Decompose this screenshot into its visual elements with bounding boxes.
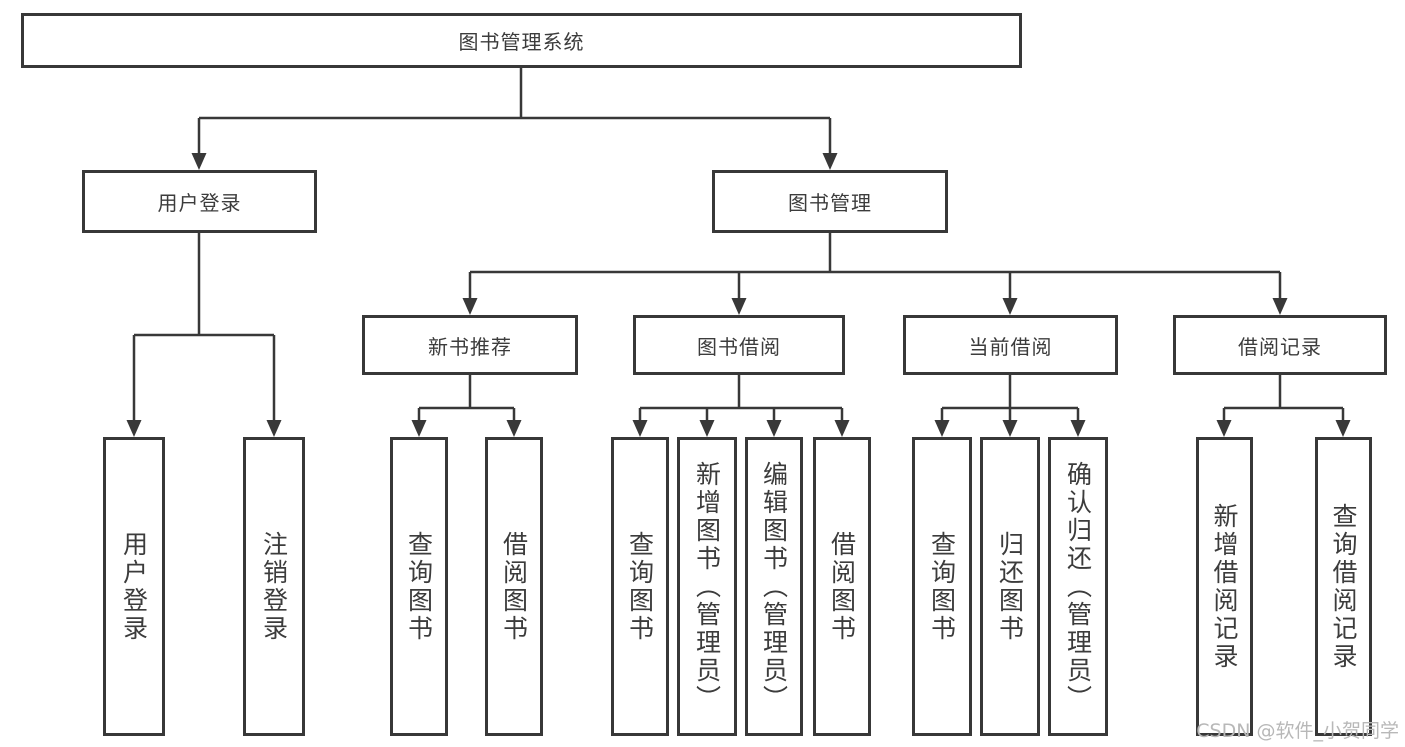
leaf-label: 查询图书: [625, 530, 655, 643]
leaf-borrow-books-borrowing: 借阅图书: [813, 437, 871, 736]
leaf-label: 注销登录: [259, 530, 289, 643]
leaf-query-borrow-record: 查询借阅记录: [1315, 437, 1372, 736]
leaf-label: 借阅图书: [499, 530, 529, 643]
leaf-borrow-books-recommend: 借阅图书: [485, 437, 543, 736]
leaf-query-books-recommend: 查询图书: [390, 437, 448, 736]
node-library-system: 图书管理系统: [21, 13, 1022, 68]
leaf-add-book-admin: 新增图书（管理员）: [677, 437, 737, 736]
leaf-label: 查询图书: [927, 530, 957, 643]
node-current-borrowing: 当前借阅: [903, 315, 1118, 375]
node-book-borrowing: 图书借阅: [633, 315, 845, 375]
leaf-query-books-current: 查询图书: [912, 437, 972, 736]
csdn-watermark: CSDN @软件_小贺同学: [1196, 720, 1399, 742]
node-book-management: 图书管理: [712, 170, 948, 233]
leaf-user-login: 用户登录: [103, 437, 165, 736]
leaf-label: 查询图书: [404, 530, 434, 643]
node-new-book-recommend: 新书推荐: [362, 315, 578, 375]
leaf-label: 归还图书: [995, 530, 1025, 643]
leaf-label: 新增借阅记录: [1210, 502, 1239, 671]
leaf-label: 确认归还（管理员）: [1063, 460, 1093, 713]
leaf-label: 新增图书（管理员）: [692, 460, 722, 713]
leaf-label: 借阅图书: [827, 530, 857, 643]
leaf-label: 用户登录: [119, 530, 149, 643]
leaf-label: 查询借阅记录: [1329, 502, 1358, 671]
leaf-query-books-borrowing: 查询图书: [611, 437, 669, 736]
leaf-confirm-return-admin: 确认归还（管理员）: [1048, 437, 1108, 736]
leaf-label: 编辑图书（管理员）: [759, 460, 789, 713]
leaf-edit-book-admin: 编辑图书（管理员）: [745, 437, 803, 736]
leaf-add-borrow-record: 新增借阅记录: [1196, 437, 1253, 736]
node-user-login: 用户登录: [82, 170, 317, 233]
leaf-logout: 注销登录: [243, 437, 305, 736]
leaf-return-books: 归还图书: [980, 437, 1040, 736]
node-borrowing-records: 借阅记录: [1173, 315, 1387, 375]
